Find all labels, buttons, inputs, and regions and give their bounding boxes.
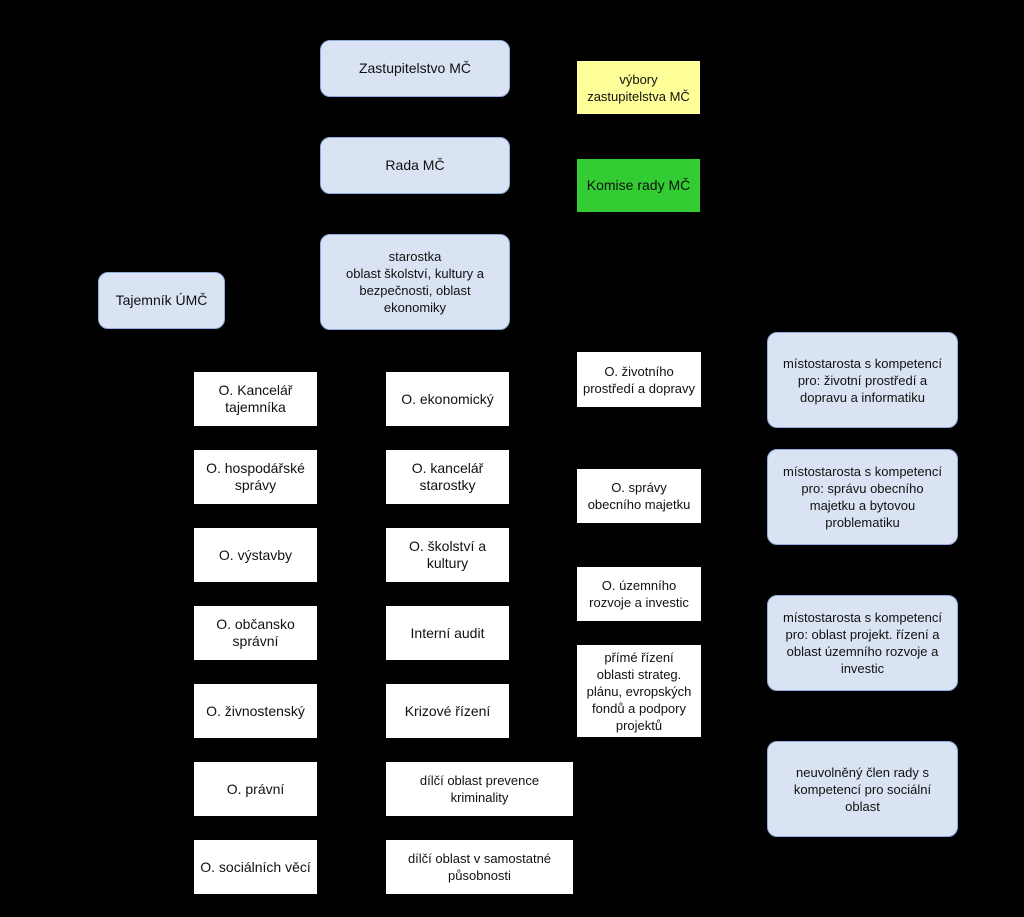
node-vybory: výbory zastupitelstva MČ [576,60,701,115]
node-o-uzemniho-rozvoje: O. územního rozvoje a investic [576,566,702,622]
node-o-kancelar-tajemnika: O. Kancelář tajemníka [193,371,318,427]
node-rada: Rada MČ [320,137,510,194]
node-o-ekonomicky: O. ekonomický [385,371,510,427]
node-prime-rizeni: přímé řízení oblasti strateg. plánu, evr… [576,644,702,738]
node-o-zivnostensky: O. živnostenský [193,683,318,739]
node-mistostarosta-majetek: místostarosta s kompetencí pro: správu o… [767,449,958,545]
node-prevence-kriminality: dílčí oblast prevence kriminality [385,761,574,817]
node-o-zivotniho-prostredi: O. životního prostředí a dopravy [576,351,702,408]
node-o-socialnich-veci: O. sociálních věcí [193,839,318,895]
node-o-obcansko-spravni: O. občansko správní [193,605,318,661]
node-o-pravni: O. právní [193,761,318,817]
node-zastupitelstvo: Zastupitelstvo MČ [320,40,510,97]
node-o-vystavby: O. výstavby [193,527,318,583]
node-komise: Komise rady MČ [576,158,701,213]
node-o-skolstvi-kultury: O. školství a kultury [385,527,510,583]
node-o-kancelar-starostky: O. kancelář starostky [385,449,510,505]
node-mistostarosta-zivotni-prostredi: místostarosta s kompetencí pro: životní … [767,332,958,428]
node-tajemnik: Tajemník ÚMČ [98,272,225,329]
node-clen-rady-socialni: neuvolněný člen rady s kompetencí pro so… [767,741,958,837]
node-starostka: starostka oblast školství, kultury a bez… [320,234,510,330]
node-o-hospodarske-spravy: O. hospodářské správy [193,449,318,505]
node-samostatna-pusobnost: dílčí oblast v samostatné působnosti [385,839,574,895]
node-o-spravy-majetku: O. správy obecního majetku [576,468,702,524]
node-mistostarosta-rozvoj: místostarosta s kompetencí pro: oblast p… [767,595,958,691]
node-interni-audit: Interní audit [385,605,510,661]
node-krizove-rizeni: Krizové řízení [385,683,510,739]
